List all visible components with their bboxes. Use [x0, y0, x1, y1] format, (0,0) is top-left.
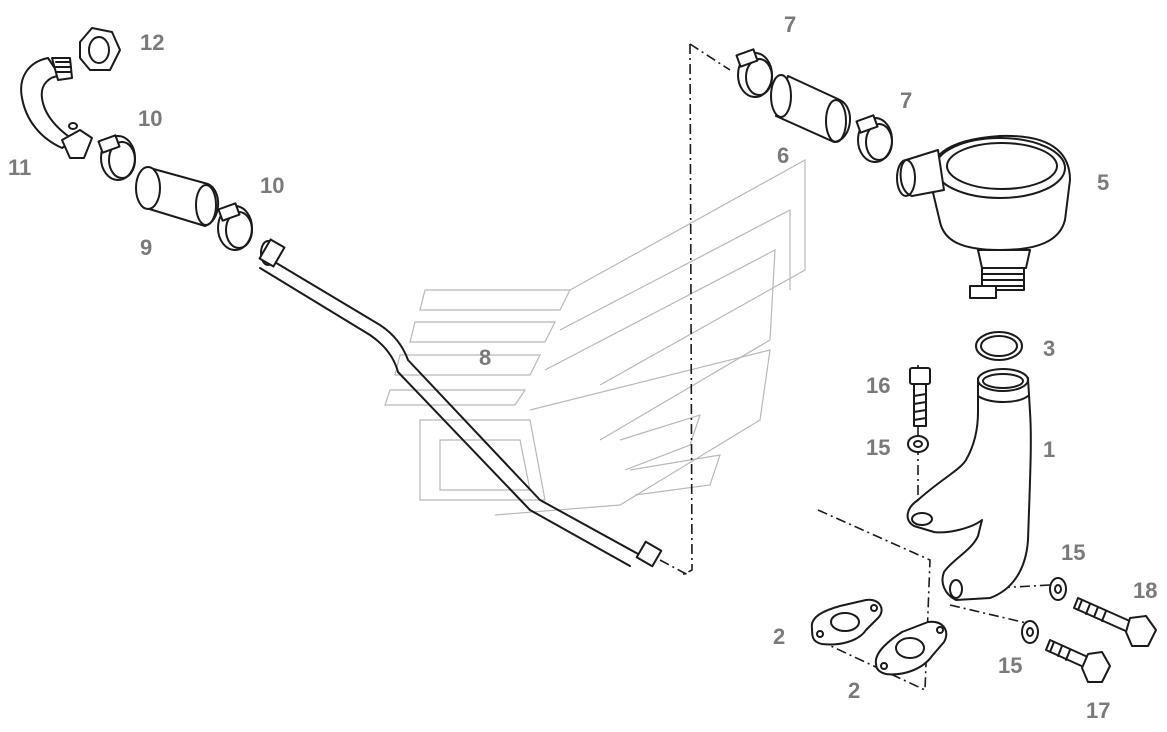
part-7-hose-clamp-lower — [855, 114, 893, 163]
part-16-bolt — [909, 367, 931, 427]
callout-8: 8 — [479, 345, 491, 370]
part-17-bolt — [1045, 639, 1111, 683]
callout-2-left: 2 — [773, 624, 785, 649]
callout-17: 17 — [1086, 698, 1110, 723]
callout-5: 5 — [1097, 170, 1109, 195]
part-3-o-ring — [975, 331, 1023, 361]
part-15-washer-top — [907, 435, 929, 453]
part-12-hex-nut — [79, 27, 121, 71]
part-2-gasket-right — [874, 620, 948, 676]
callout-10-lower: 10 — [260, 173, 284, 198]
callout-7-upper: 7 — [784, 12, 796, 37]
callout-1: 1 — [1043, 437, 1055, 462]
part-15-washer-right — [1049, 577, 1067, 601]
part-2-gasket-left — [810, 598, 883, 646]
callout-15-right: 15 — [1061, 540, 1085, 565]
part-15-washer-bottom — [1021, 620, 1039, 644]
part-11-elbow-fitting — [20, 57, 93, 159]
part-1-intake-riser — [906, 368, 1032, 601]
part-8-pipe — [258, 238, 663, 568]
callout-10-upper: 10 — [138, 106, 162, 131]
callout-2-right: 2 — [848, 678, 860, 703]
callout-12: 12 — [140, 30, 164, 55]
watermark-logo — [384, 158, 806, 516]
callout-3: 3 — [1043, 336, 1055, 361]
callout-16: 16 — [866, 373, 890, 398]
callout-6: 6 — [777, 143, 789, 168]
callout-15-top: 15 — [866, 435, 890, 460]
callout-labels: 12 11 10 10 9 8 7 7 6 5 3 16 15 1 15 18 … — [8, 12, 1157, 723]
part-6-hose — [770, 74, 852, 143]
part-7-hose-clamp-upper — [735, 48, 773, 98]
callout-18: 18 — [1133, 578, 1157, 603]
part-10-hose-clamp-lower — [217, 202, 253, 251]
part-9-hose — [135, 166, 220, 227]
callout-9: 9 — [140, 235, 152, 260]
callout-15-bottom: 15 — [998, 653, 1022, 678]
part-5-breather-housing — [896, 134, 1071, 299]
callout-7-lower: 7 — [900, 88, 912, 113]
part-10-hose-clamp-upper — [97, 134, 136, 181]
part-18-bolt — [1073, 597, 1157, 647]
callout-11: 11 — [8, 155, 31, 180]
